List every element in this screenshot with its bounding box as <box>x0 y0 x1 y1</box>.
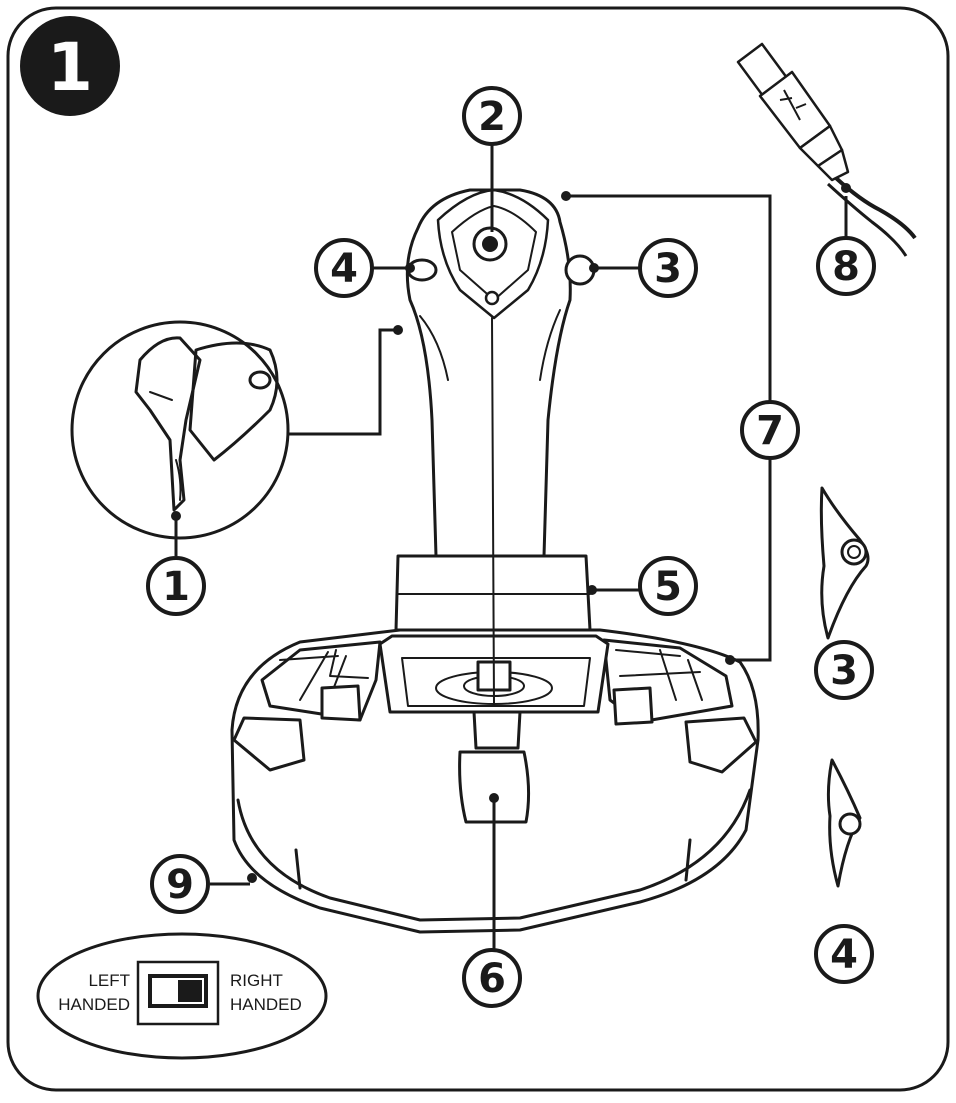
callout-9-number: 9 <box>166 862 194 908</box>
callout-9: 9 <box>150 854 210 914</box>
callout-4-number: 4 <box>330 246 358 292</box>
throttle-lever <box>458 750 531 824</box>
joystick-base <box>230 628 760 934</box>
callout-3-closeup: 3 <box>814 640 874 700</box>
step-badge-number: 1 <box>47 29 93 106</box>
button-4-closeup <box>826 758 862 888</box>
callout-6: 6 <box>462 948 522 1008</box>
callout-4: 4 <box>314 238 374 298</box>
callout-7-number: 7 <box>756 408 784 454</box>
leader-dots <box>171 183 851 883</box>
left-label-line1: LEFT <box>88 971 130 990</box>
callout-3-closeup-number: 3 <box>830 648 858 694</box>
left-label-line2: HANDED <box>58 995 130 1014</box>
callout-5: 5 <box>638 556 698 616</box>
callout-1-number: 1 <box>162 564 190 610</box>
button-3-closeup <box>819 486 870 640</box>
switch-knob <box>178 980 202 1002</box>
right-label-line1: RIGHT <box>230 971 283 990</box>
joystick-handle <box>394 188 596 705</box>
callout-2-number: 2 <box>478 94 506 140</box>
callout-8-number: 8 <box>832 244 860 290</box>
trigger-magnifier <box>70 320 290 540</box>
callout-3: 3 <box>638 238 698 298</box>
callout-6-number: 6 <box>478 956 506 1002</box>
callout-4-closeup-number: 4 <box>830 932 858 978</box>
callout-7: 7 <box>740 400 800 460</box>
handedness-switch: LEFT HANDED RIGHT HANDED <box>36 932 328 1060</box>
step-badge: 1 <box>20 16 120 116</box>
callout-8: 8 <box>816 236 876 296</box>
right-label-line2: HANDED <box>230 995 302 1014</box>
callout-5-number: 5 <box>654 564 682 610</box>
callout-4-closeup: 4 <box>814 924 874 984</box>
callouts: 2 4 3 8 7 1 5 3 <box>146 86 876 1008</box>
callout-2: 2 <box>462 86 522 146</box>
callout-3-number: 3 <box>654 246 682 292</box>
usb-logo-icon <box>779 89 807 121</box>
callout-1: 1 <box>146 556 206 616</box>
